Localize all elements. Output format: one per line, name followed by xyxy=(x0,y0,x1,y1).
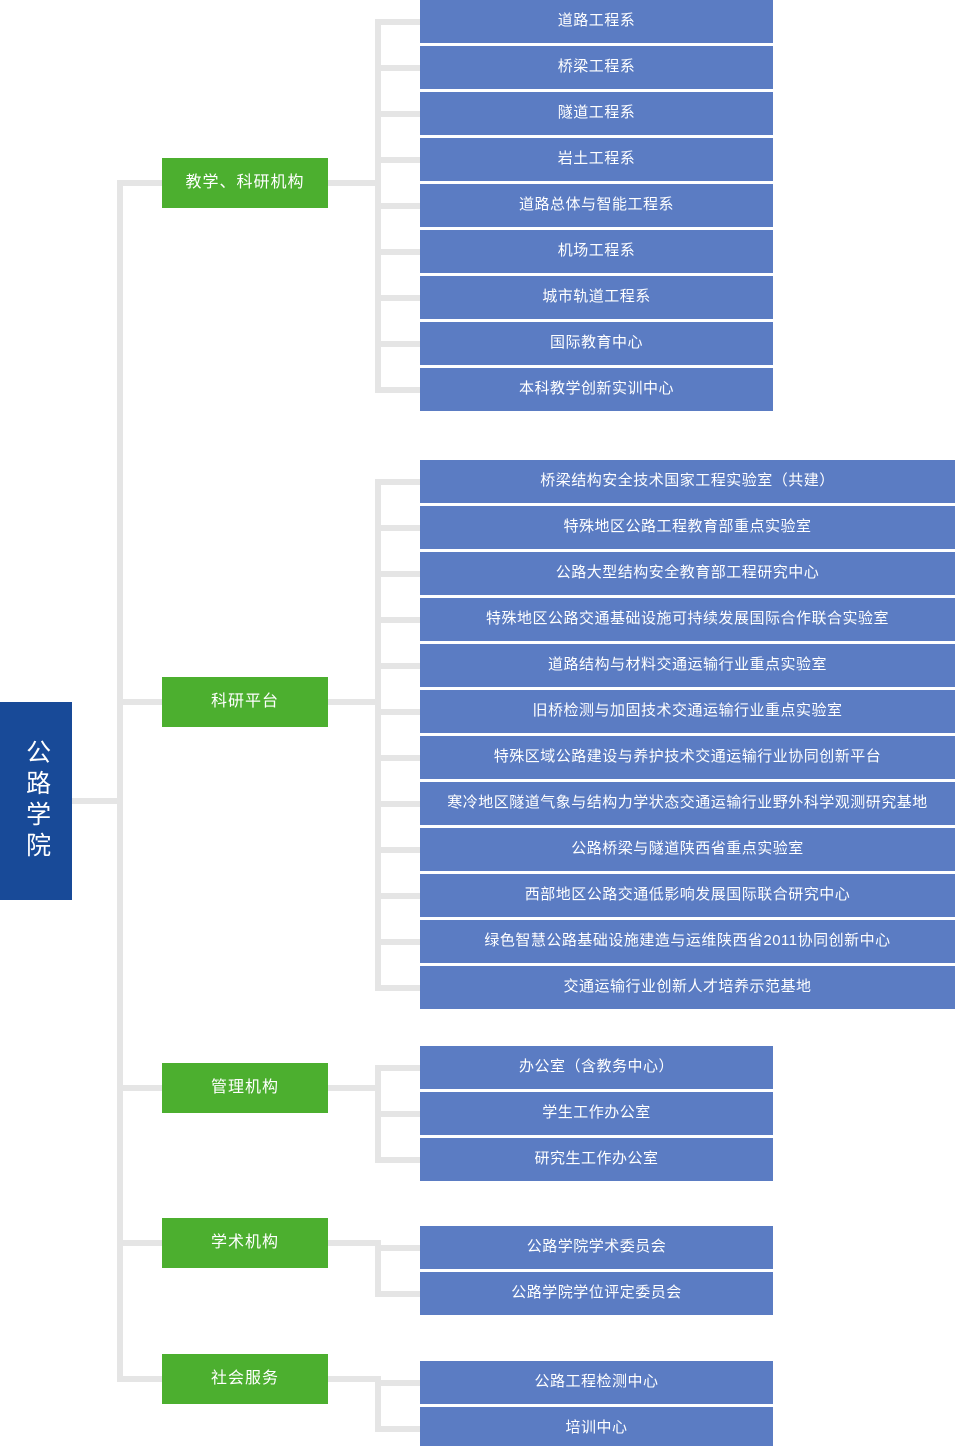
leaf-node-1-9[interactable]: 西部地区公路交通低影响发展国际联合研究中心 xyxy=(420,874,955,917)
leaf-node-2-1[interactable]: 学生工作办公室 xyxy=(420,1092,773,1135)
connector-subspine-to-leaf-4-0 xyxy=(375,1379,420,1386)
leaf-node-1-0[interactable]: 桥梁结构安全技术国家工程实验室（共建） xyxy=(420,460,955,503)
leaf-node-0-4[interactable]: 道路总体与智能工程系 xyxy=(420,184,773,227)
connector-subspine-to-leaf-4-1 xyxy=(375,1425,420,1432)
leaf-node-0-1[interactable]: 桥梁工程系 xyxy=(420,46,773,89)
connector-subspine-to-leaf-2-0 xyxy=(375,1064,420,1071)
group-node-1[interactable]: 科研平台 xyxy=(162,677,328,727)
connector-subspine-to-leaf-1-8 xyxy=(375,846,420,853)
connector-spine-to-group-2 xyxy=(117,1085,162,1091)
connector-subspine-to-leaf-0-4 xyxy=(375,202,420,209)
connector-subspine-to-leaf-1-0 xyxy=(375,478,420,485)
leaf-node-1-1[interactable]: 特殊地区公路工程教育部重点实验室 xyxy=(420,506,955,549)
main-spine xyxy=(117,180,123,1382)
connector-subspine-to-leaf-3-0 xyxy=(375,1244,420,1251)
leaf-node-1-10[interactable]: 绿色智慧公路基础设施建造与运维陕西省2011协同创新中心 xyxy=(420,920,955,963)
group-node-3[interactable]: 学术机构 xyxy=(162,1218,328,1268)
leaf-node-1-4[interactable]: 道路结构与材料交通运输行业重点实验室 xyxy=(420,644,955,687)
leaf-node-1-6[interactable]: 特殊区域公路建设与养护技术交通运输行业协同创新平台 xyxy=(420,736,955,779)
connector-subspine-to-leaf-1-10 xyxy=(375,938,420,945)
leaf-node-1-7[interactable]: 寒冷地区隧道气象与结构力学状态交通运输行业野外科学观测研究基地 xyxy=(420,782,955,825)
leaf-node-1-5[interactable]: 旧桥检测与加固技术交通运输行业重点实验室 xyxy=(420,690,955,733)
group-node-0[interactable]: 教学、科研机构 xyxy=(162,158,328,208)
connector-subspine-to-leaf-0-1 xyxy=(375,64,420,71)
connector-group-to-subspine-2 xyxy=(328,1085,381,1091)
leaf-node-1-8[interactable]: 公路桥梁与隧道陕西省重点实验室 xyxy=(420,828,955,871)
connector-group-to-subspine-0 xyxy=(328,180,381,186)
connector-group-to-subspine-4 xyxy=(328,1376,381,1382)
connector-spine-to-group-0 xyxy=(117,180,162,186)
connector-spine-to-group-1 xyxy=(117,699,162,705)
sub-spine-1 xyxy=(375,478,381,991)
connector-subspine-to-leaf-1-9 xyxy=(375,892,420,899)
leaf-node-4-1[interactable]: 培训中心 xyxy=(420,1407,773,1446)
connector-subspine-to-leaf-0-2 xyxy=(375,110,420,117)
connector-subspine-to-leaf-1-5 xyxy=(375,708,420,715)
leaf-node-1-3[interactable]: 特殊地区公路交通基础设施可持续发展国际合作联合实验室 xyxy=(420,598,955,641)
connector-subspine-to-leaf-2-1 xyxy=(375,1110,420,1117)
connector-group-to-subspine-3 xyxy=(328,1240,381,1246)
connector-group-to-subspine-1 xyxy=(328,699,381,705)
connector-subspine-to-leaf-1-4 xyxy=(375,662,420,669)
connector-subspine-to-leaf-1-7 xyxy=(375,800,420,807)
root-node-highway-school: 公路学院 xyxy=(0,702,72,900)
connector-subspine-to-leaf-0-0 xyxy=(375,18,420,25)
connector-spine-to-group-4 xyxy=(117,1376,162,1382)
connector-subspine-to-leaf-1-2 xyxy=(375,570,420,577)
leaf-node-0-7[interactable]: 国际教育中心 xyxy=(420,322,773,365)
leaf-node-3-1[interactable]: 公路学院学位评定委员会 xyxy=(420,1272,773,1315)
connector-spine-to-group-3 xyxy=(117,1240,162,1246)
leaf-node-1-11[interactable]: 交通运输行业创新人才培养示范基地 xyxy=(420,966,955,1009)
sub-spine-3 xyxy=(375,1240,381,1297)
connector-subspine-to-leaf-0-3 xyxy=(375,156,420,163)
connector-subspine-to-leaf-3-1 xyxy=(375,1290,420,1297)
leaf-node-3-0[interactable]: 公路学院学术委员会 xyxy=(420,1226,773,1269)
connector-subspine-to-leaf-1-3 xyxy=(375,616,420,623)
leaf-node-4-0[interactable]: 公路工程检测中心 xyxy=(420,1361,773,1404)
leaf-node-0-2[interactable]: 隧道工程系 xyxy=(420,92,773,135)
leaf-node-1-2[interactable]: 公路大型结构安全教育部工程研究中心 xyxy=(420,552,955,595)
leaf-node-2-0[interactable]: 办公室（含教务中心） xyxy=(420,1046,773,1089)
leaf-node-2-2[interactable]: 研究生工作办公室 xyxy=(420,1138,773,1181)
connector-subspine-to-leaf-1-1 xyxy=(375,524,420,531)
group-node-2[interactable]: 管理机构 xyxy=(162,1063,328,1113)
connector-root-to-spine xyxy=(72,798,123,804)
connector-subspine-to-leaf-0-8 xyxy=(375,386,420,393)
connector-subspine-to-leaf-0-7 xyxy=(375,340,420,347)
connector-subspine-to-leaf-2-2 xyxy=(375,1156,420,1163)
leaf-node-0-6[interactable]: 城市轨道工程系 xyxy=(420,276,773,319)
group-node-4[interactable]: 社会服务 xyxy=(162,1354,328,1404)
connector-subspine-to-leaf-1-11 xyxy=(375,984,420,991)
leaf-node-0-8[interactable]: 本科教学创新实训中心 xyxy=(420,368,773,411)
leaf-node-0-5[interactable]: 机场工程系 xyxy=(420,230,773,273)
leaf-node-0-0[interactable]: 道路工程系 xyxy=(420,0,773,43)
connector-subspine-to-leaf-0-6 xyxy=(375,294,420,301)
connector-subspine-to-leaf-1-6 xyxy=(375,754,420,761)
sub-spine-4 xyxy=(375,1376,381,1432)
connector-subspine-to-leaf-0-5 xyxy=(375,248,420,255)
leaf-node-0-3[interactable]: 岩土工程系 xyxy=(420,138,773,181)
